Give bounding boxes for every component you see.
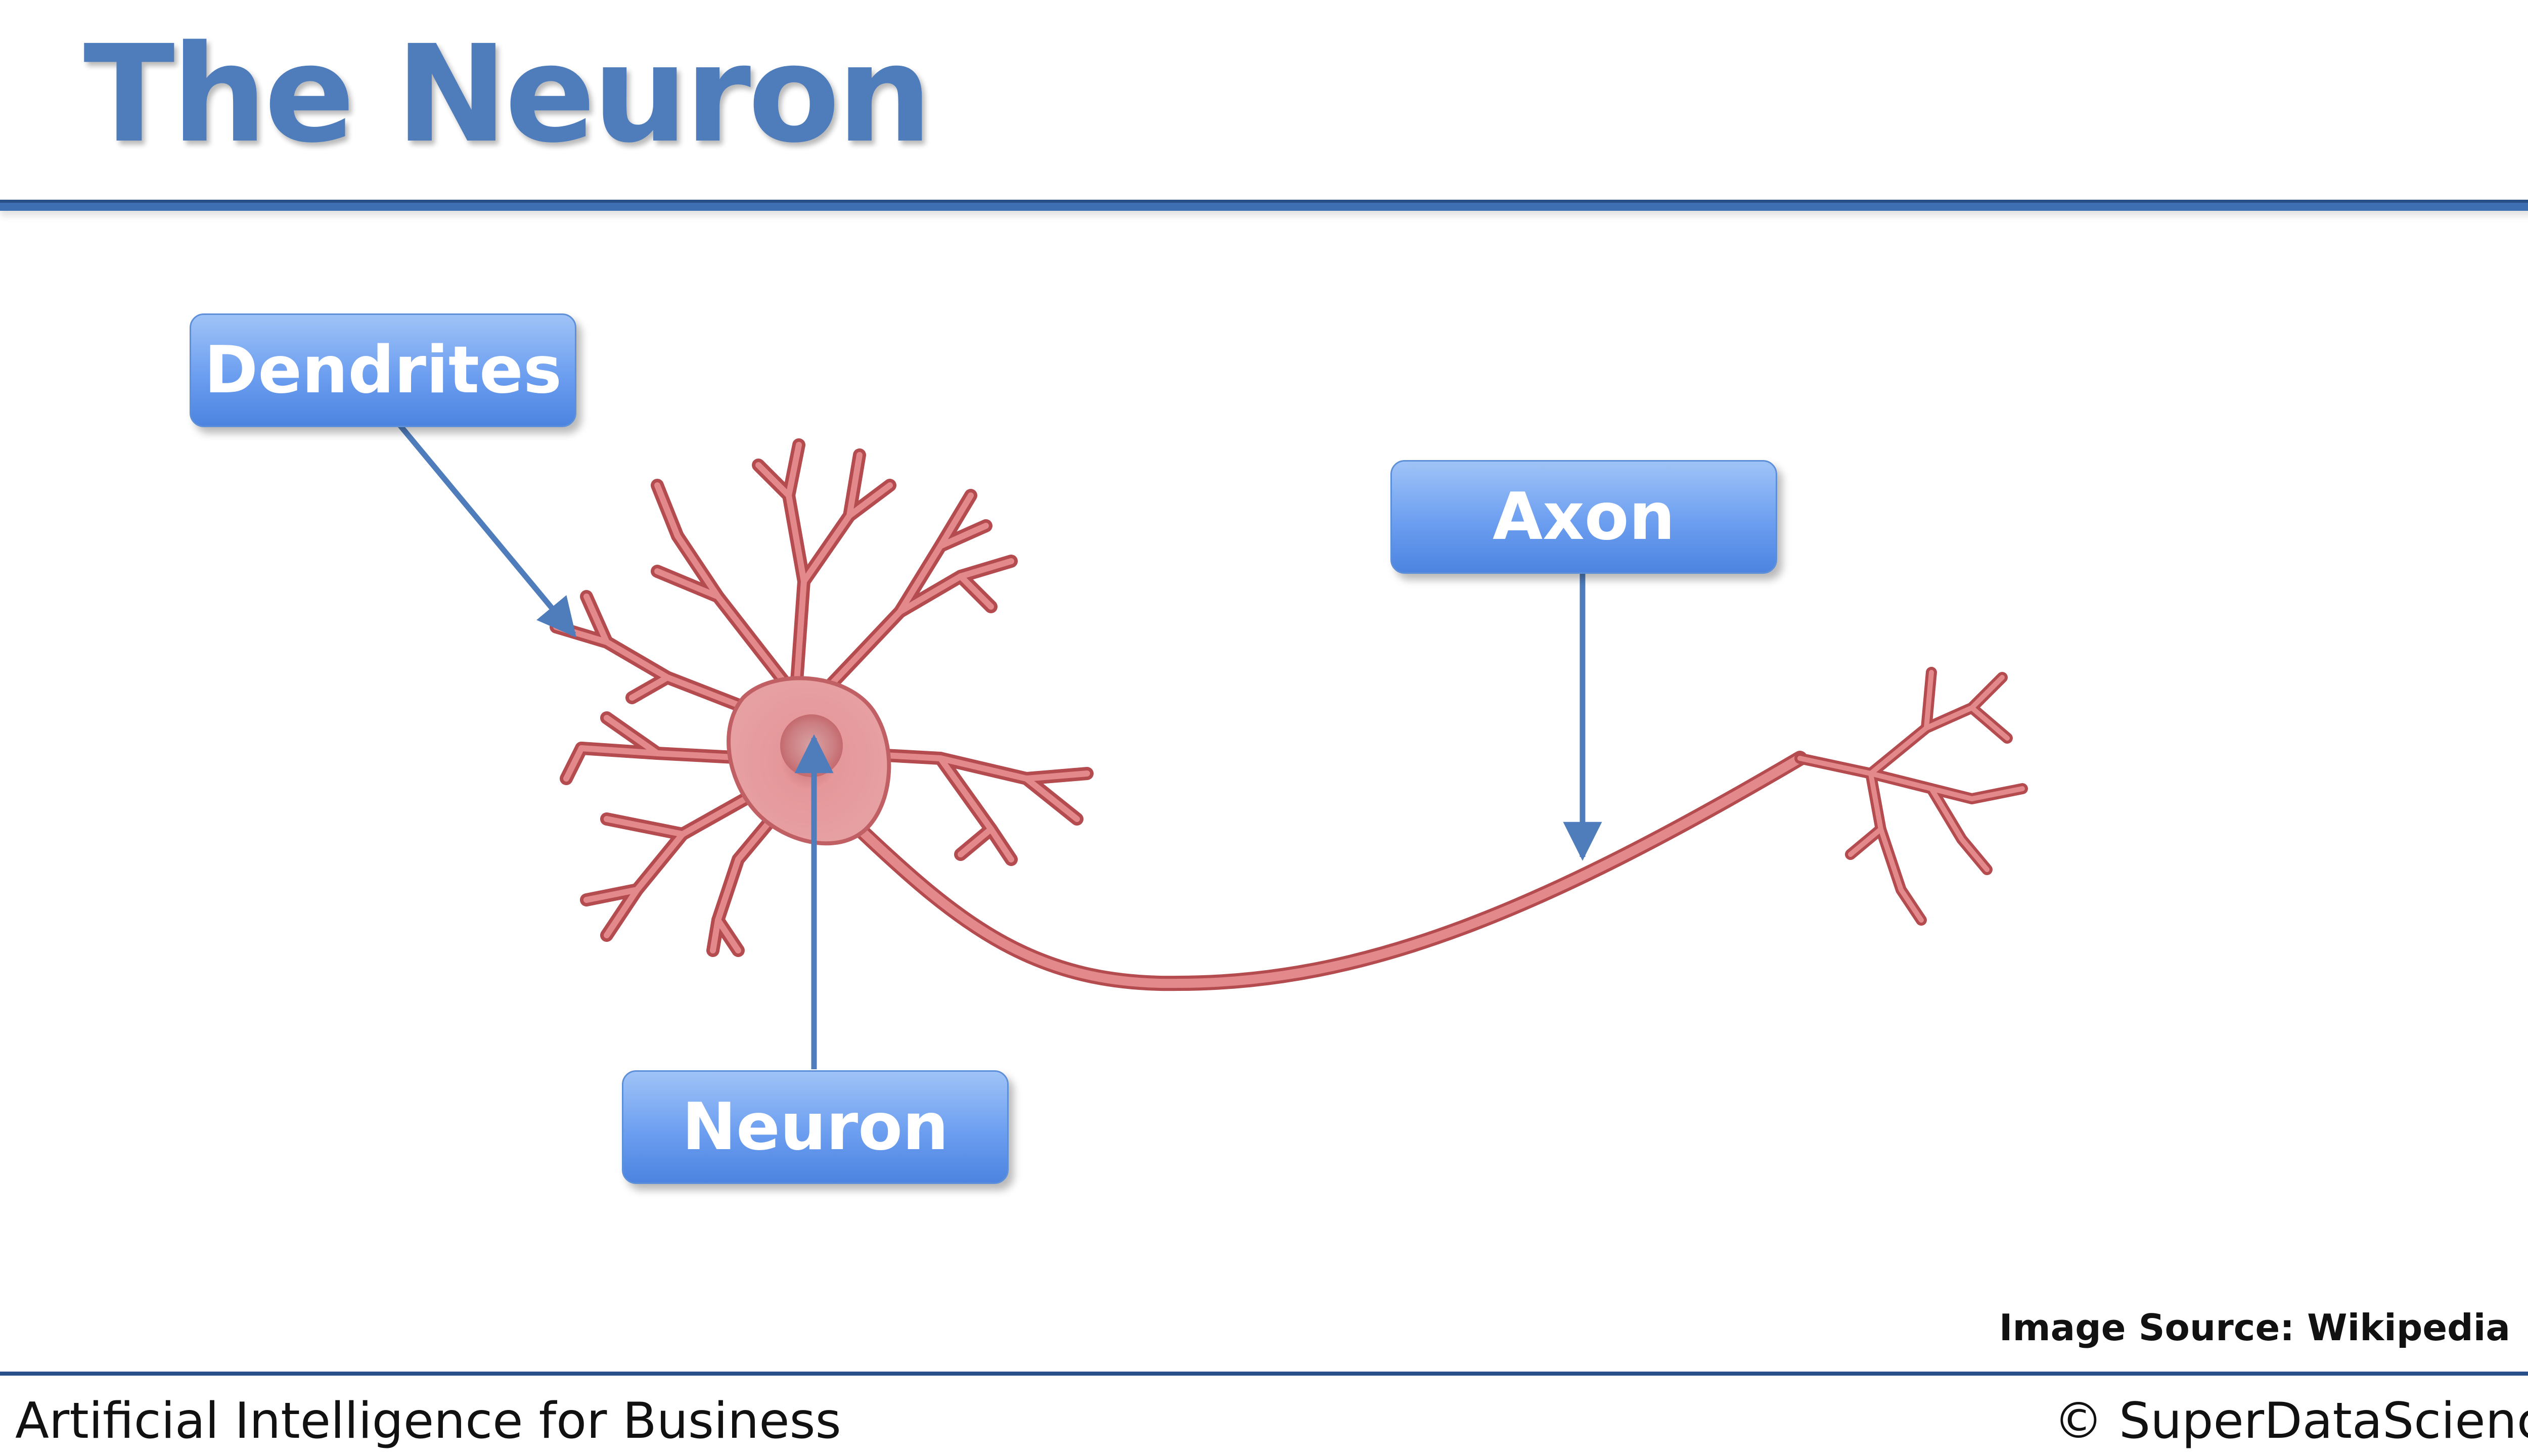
course-name: Artificial Intelligence for Business [15,1392,841,1450]
axon-label: Axon [1390,460,1777,574]
dendrites-branches [550,438,1094,957]
footer-rule [0,1372,2528,1376]
copyright-notice: © SuperDataScience [2053,1392,2528,1450]
cell-body [727,676,891,846]
title-underline [0,200,2528,211]
axon-terminals [1794,667,2028,926]
dendrites-label: Dendrites [190,313,576,427]
dendrites-arrow [397,423,576,638]
slide-title: The Neuron [83,17,932,172]
image-source-credit: Image Source: Wikipedia [1999,1306,2510,1349]
axon-fiber [852,751,1808,991]
neuron-label: Neuron [622,1070,1009,1184]
